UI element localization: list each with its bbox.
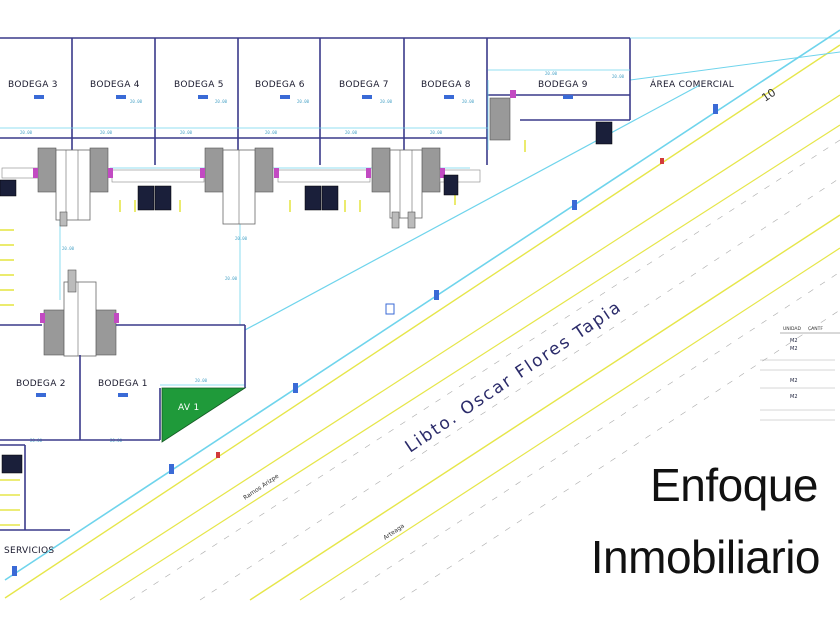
label-bodega-4: BODEGA 4	[90, 80, 140, 90]
legend-col-unidad: UNIDAD	[783, 326, 801, 332]
road-lines	[4, 29, 840, 601]
fixtures	[33, 90, 516, 323]
svg-text:20.00: 20.00	[345, 130, 358, 135]
svg-text:20.00: 20.00	[180, 130, 193, 135]
label-bodega-3: BODEGA 3	[8, 80, 58, 90]
svg-text:20.00: 20.00	[62, 246, 75, 251]
svg-text:20.00: 20.00	[430, 130, 443, 135]
svg-text:20.00: 20.00	[235, 236, 248, 241]
markers	[12, 104, 718, 576]
legend-row-3: M2	[790, 378, 798, 384]
label-area-comercial: ÁREA COMERCIAL	[650, 78, 734, 90]
road-marker: 10	[759, 86, 778, 105]
parking-markings	[0, 140, 526, 526]
label-bodega-7: BODEGA 7	[339, 80, 389, 90]
label-bodega-1: BODEGA 1	[98, 379, 148, 389]
label-bodega-8: BODEGA 8	[421, 80, 471, 90]
svg-text:20.00: 20.00	[462, 99, 475, 104]
loading-docks	[37, 97, 511, 357]
label-bodega-2: BODEGA 2	[16, 379, 66, 389]
svg-text:20.00: 20.00	[225, 276, 238, 281]
svg-text:20.00: 20.00	[100, 130, 113, 135]
svg-text:20.00: 20.00	[612, 74, 625, 79]
top-warehouses	[0, 37, 631, 165]
red-ticks	[216, 158, 664, 458]
marker-outline	[385, 303, 395, 315]
av1-lot	[161, 387, 247, 443]
svg-text:20.00: 20.00	[297, 99, 310, 104]
label-av-1: AV 1	[178, 403, 200, 413]
legend-col-cantf: CANTF	[808, 326, 823, 332]
lower-warehouses	[0, 324, 246, 531]
label-bodega-9: BODEGA 9	[538, 80, 588, 90]
legend-row-4: M2	[790, 394, 798, 400]
svg-text:20.00: 20.00	[195, 378, 208, 383]
legend-row-2: M2	[790, 346, 798, 352]
svg-text:20.00: 20.00	[265, 130, 278, 135]
brand-line-1: Enfoque	[650, 459, 818, 511]
unit-icons	[34, 95, 573, 397]
legend-row-1: M2	[790, 338, 798, 344]
svg-text:20.00: 20.00	[130, 99, 143, 104]
label-bodega-6: BODEGA 6	[255, 80, 305, 90]
label-servicios: SERVICIOS	[4, 546, 54, 556]
brand-line-2: Inmobiliario	[590, 531, 821, 583]
svg-text:20.00: 20.00	[215, 99, 228, 104]
equipment-blocks	[0, 121, 613, 474]
legend-table: UNIDAD CANTF M2 M2 M2 M2	[760, 326, 840, 421]
svg-text:20.00: 20.00	[20, 130, 33, 135]
svg-text:20.00: 20.00	[380, 99, 393, 104]
svg-text:20.00: 20.00	[545, 71, 558, 76]
label-bodega-5: BODEGA 5	[174, 80, 224, 90]
